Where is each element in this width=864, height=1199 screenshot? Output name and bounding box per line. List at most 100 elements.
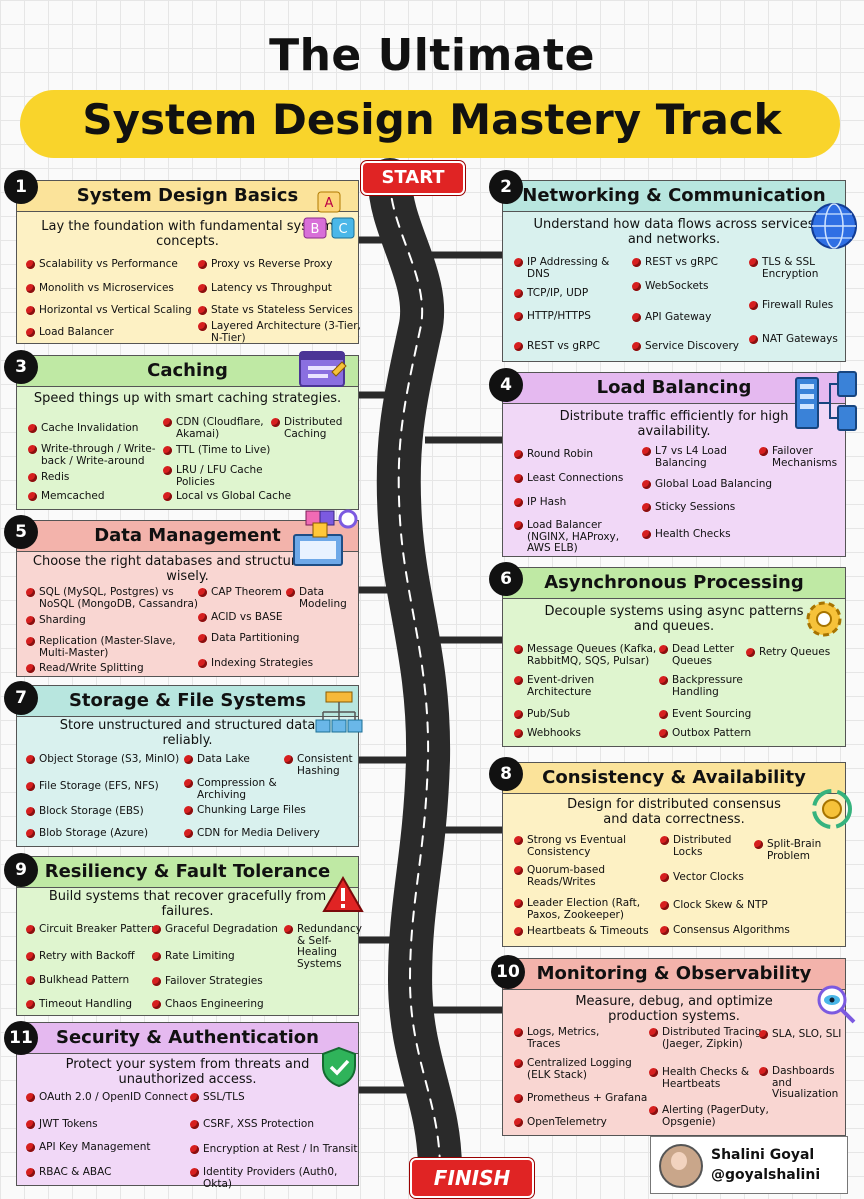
topic-item: Failover Strategies — [151, 975, 295, 988]
section-async-processing: Asynchronous Processing Decouple systems… — [502, 567, 846, 747]
topic-item: Global Load Balancing — [641, 478, 785, 491]
title-line-1: The Ultimate — [269, 30, 595, 81]
topic-item: Outbox Pattern — [658, 727, 782, 740]
abc-blocks-icon: A B C — [303, 191, 355, 239]
topic-item: Distributed Caching — [270, 416, 364, 440]
sync-gear-icon — [812, 789, 852, 829]
topic-item: Load Balancer (NGINX, HAProxy, AWS ELB) — [513, 519, 637, 555]
topic-item: Event Sourcing — [658, 708, 782, 721]
topic-item: Compression & Archiving — [183, 777, 297, 801]
topic-item: Webhooks — [513, 727, 617, 740]
topic-item: Read/Write Splitting — [25, 662, 179, 675]
topic-item: Scalability vs Performance — [25, 258, 199, 271]
author-handle: @goyalshalini — [711, 1167, 821, 1183]
topic-item: Data Lake — [183, 753, 287, 766]
topic-item: Firewall Rules — [748, 299, 852, 312]
author-name: Shalini Goyal — [711, 1147, 815, 1163]
topic-item: Distributed Tracing (Jaeger, Zipkin) — [648, 1026, 762, 1050]
topic-item: Centralized Logging (ELK Stack) — [513, 1057, 652, 1081]
topic-item: Data Partitioning — [197, 632, 331, 645]
topic-item: Round Robin — [513, 448, 637, 461]
topic-item: File Storage (EFS, NFS) — [25, 780, 179, 793]
topic-item: Chaos Engineering — [151, 998, 295, 1011]
section-title: Load Balancing — [503, 373, 845, 404]
topic-item: Data Modeling — [285, 586, 367, 610]
section-title: Asynchronous Processing — [503, 568, 845, 599]
topic-item: CDN for Media Delivery — [183, 827, 337, 840]
topic-item: ACID vs BASE — [197, 611, 311, 624]
topic-item: Sharding — [25, 614, 139, 627]
topic-item: Quorum-based Reads/Writes — [513, 864, 627, 888]
section-description: Protect your system from threats and una… — [65, 1057, 310, 1087]
topic-item: Write-through / Write-back / Write-aroun… — [27, 443, 171, 467]
section-description: Understand how data flows across service… — [533, 217, 815, 247]
section-description: Speed things up with smart caching strat… — [33, 391, 342, 406]
topic-item: Message Queues (Kafka, RabbitMQ, SQS, Pu… — [513, 643, 672, 667]
section-title: System Design Basics — [17, 181, 358, 212]
svg-text:B: B — [311, 222, 320, 237]
topic-item: Latency vs Throughput — [197, 282, 361, 295]
section-number: 8 — [489, 757, 523, 791]
topic-item: API Key Management — [25, 1141, 179, 1154]
start-badge: START — [361, 161, 465, 195]
section-number: 6 — [489, 562, 523, 596]
topic-item: Timeout Handling — [25, 998, 159, 1011]
topic-item: Chunking Large Files — [183, 804, 327, 817]
section-description: Build systems that recover gracefully fr… — [48, 889, 327, 919]
topic-item: Sticky Sessions — [641, 501, 765, 514]
file-tree-icon — [315, 691, 363, 733]
topic-item: TCP/IP, UDP — [513, 287, 627, 300]
topic-item: Block Storage (EBS) — [25, 805, 179, 818]
topic-item: L7 vs L4 Load Balancing — [641, 445, 765, 469]
topic-item: State vs Stateless Services — [197, 304, 361, 317]
section-number: 2 — [489, 170, 523, 204]
topic-item: Retry with Backoff — [25, 950, 159, 963]
section-description: Decouple systems using async patterns an… — [544, 604, 804, 634]
topic-item: Logs, Metrics, Traces — [513, 1026, 627, 1050]
section-number: 4 — [489, 368, 523, 402]
topic-item: Consensus Algorithms — [659, 924, 813, 937]
topic-item: RBAC & ABAC — [25, 1166, 149, 1179]
title-highlight — [20, 90, 840, 158]
cache-window-icon — [299, 351, 347, 387]
section-title: Storage & File Systems — [17, 686, 358, 717]
topic-item: Memcached — [27, 490, 141, 503]
section-description: Lay the foundation with fundamental syst… — [41, 219, 334, 249]
topic-item: REST vs gRPC — [631, 256, 745, 269]
topic-item: Consistent Hashing — [283, 753, 367, 777]
avatar — [659, 1144, 703, 1188]
topic-item: REST vs gRPC — [513, 340, 627, 353]
topic-item: Circuit Breaker Pattern — [25, 923, 169, 936]
topic-item: CAP Theorem — [197, 586, 301, 599]
section-resiliency: Resiliency & Fault Tolerance Build syste… — [16, 856, 362, 1016]
topic-item: Backpressure Handling — [658, 674, 772, 698]
topic-item: Blob Storage (Azure) — [25, 827, 179, 840]
title-line-2: System Design Mastery Track — [82, 95, 782, 144]
topic-item: Rate Limiting — [151, 950, 275, 963]
topic-item: Object Storage (S3, MinIO) — [25, 753, 209, 766]
topic-item: Indexing Strategies — [197, 657, 341, 670]
section-system-design-basics: System Design Basics Lay the foundation … — [16, 180, 361, 344]
topic-item: Distributed Locks — [659, 834, 758, 858]
topic-item: Failover Mechanisms — [758, 445, 857, 469]
topic-item: Least Connections — [513, 472, 647, 485]
topic-item: Retry Queues — [745, 646, 854, 659]
section-title: Networking & Communication — [503, 181, 845, 212]
svg-text:A: A — [325, 196, 334, 211]
topic-item: CSRF, XSS Protection — [189, 1118, 353, 1131]
topic-item: JWT Tokens — [25, 1118, 159, 1131]
section-description: Choose the right databases and structure… — [32, 554, 343, 584]
section-caching: Caching Speed things up with smart cachi… — [16, 355, 359, 510]
topic-item: Proxy vs Reverse Proxy — [197, 258, 361, 271]
section-title: Resiliency & Fault Tolerance — [17, 857, 358, 888]
topic-item: Dead Letter Queues — [658, 643, 762, 667]
topic-item: Vector Clocks — [659, 871, 783, 884]
topic-item: Layered Architecture (3-Tier, N-Tier) — [197, 320, 361, 344]
section-networking: Networking & Communication Understand ho… — [502, 180, 846, 362]
globe-network-icon — [811, 203, 857, 249]
topic-item: TTL (Time to Live) — [162, 444, 296, 457]
section-storage: Storage & File Systems Store unstructure… — [16, 685, 359, 847]
shield-check-icon — [322, 1046, 356, 1088]
topic-item: Redis — [27, 471, 141, 484]
topic-item: Local vs Global Cache — [162, 490, 306, 503]
